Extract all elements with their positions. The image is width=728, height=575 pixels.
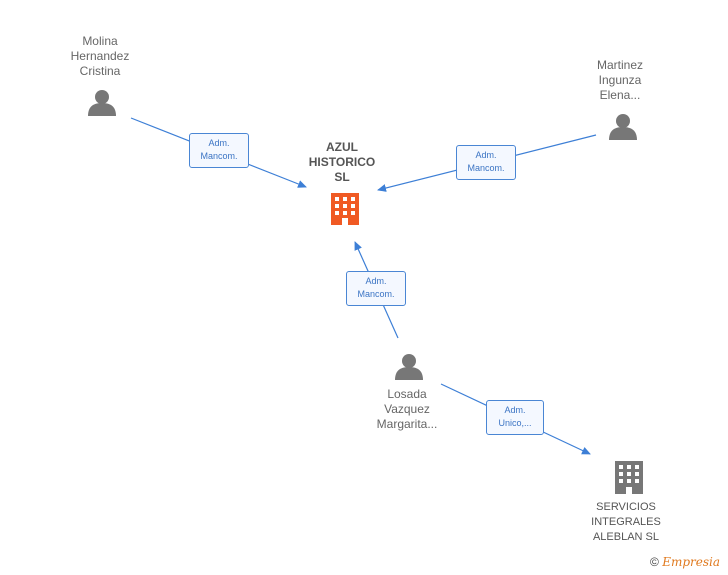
person-label-losada[interactable]: Losada Vazquez Margarita... [376, 387, 438, 431]
edge-role-detail: Mancom. [357, 289, 395, 299]
edge-label-molina-azul: Adm. Mancom. [189, 133, 249, 168]
edge-role-detail: Mancom. [200, 151, 238, 161]
edge-label-martinez-azul: Adm. Mancom. [456, 145, 516, 180]
person-label-martinez[interactable]: Martinez Ingunza Elena... [596, 58, 643, 102]
edge-role-detail: Unico,... [498, 418, 532, 428]
person-icon[interactable] [395, 354, 423, 380]
edge-label-losada-azul: Adm. Mancom. [346, 271, 406, 306]
footer-credit: © Empresia [650, 555, 720, 569]
edge-role: Adm. [475, 150, 497, 160]
edge-role-detail: Mancom. [467, 163, 505, 173]
company-label-azul-historico[interactable]: AZUL HISTORICO SL [308, 140, 376, 184]
person-icon[interactable] [88, 90, 116, 116]
edge-role: Adm. [208, 138, 230, 148]
person-icon[interactable] [609, 114, 637, 140]
edge-label-losada-servicios: Adm. Unico,... [486, 400, 544, 435]
building-icon[interactable] [615, 461, 643, 494]
person-label-molina[interactable]: Molina Hernandez Cristina [70, 34, 130, 78]
building-icon[interactable] [331, 193, 359, 225]
company-label-servicios[interactable]: SERVICIOS INTEGRALES ALEBLAN SL [591, 501, 661, 543]
edge-role: Adm. [365, 276, 387, 286]
edge-role: Adm. [504, 405, 526, 415]
copyright-symbol: © [650, 555, 659, 569]
brand-logo[interactable]: Empresia [662, 555, 720, 569]
